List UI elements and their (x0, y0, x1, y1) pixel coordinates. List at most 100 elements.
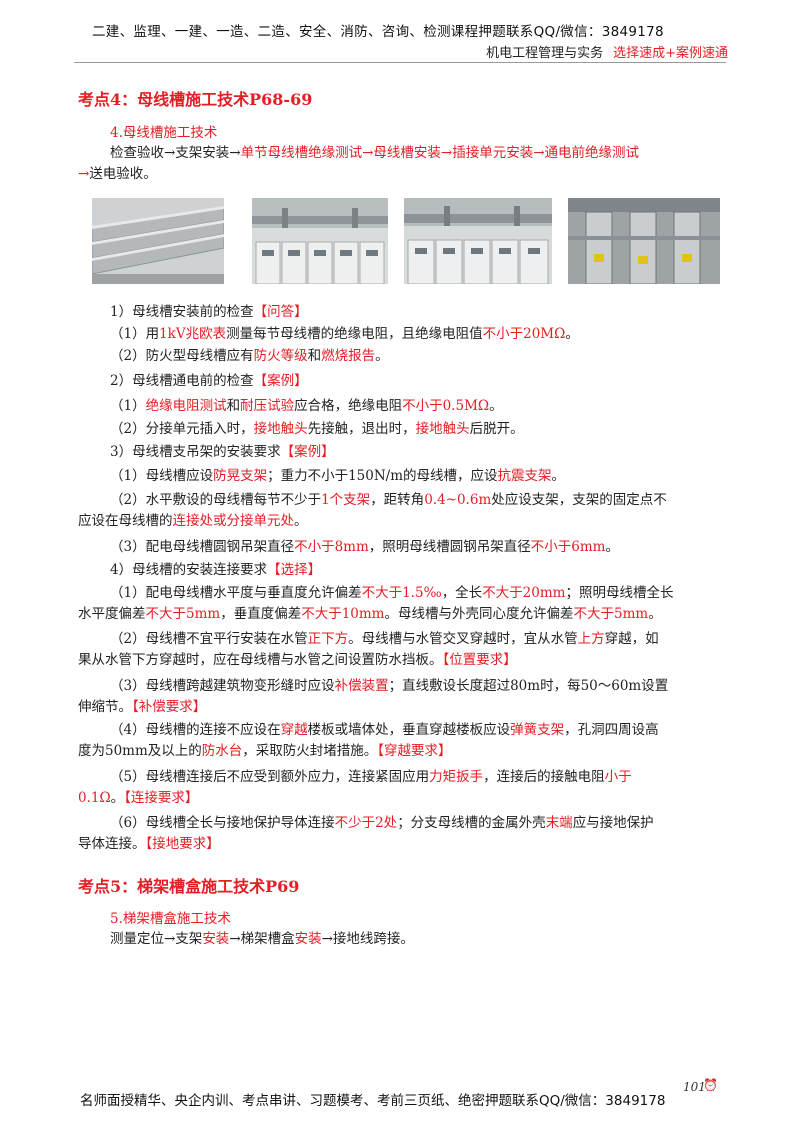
body-text: 水平度偏差 (78, 606, 146, 622)
highlight-text: 不大于10mm (301, 606, 385, 622)
highlight-text: 穿越 (280, 722, 308, 738)
body-line: （1）配电母线槽水平度与垂直度允许偏差不大于1.5‰，全长不大于20mm；照明母… (110, 583, 673, 603)
section-5-subtitle: 5.梯架槽盒施工技术 (110, 911, 231, 927)
highlight-text: 不大于1.5‰ (361, 585, 442, 601)
body-text: ；照明母线槽全长 (565, 585, 674, 601)
body-text: ；分支母线槽的金属外壳 (397, 815, 546, 831)
body-text: ，照明母线槽圆钢吊架直径 (368, 539, 531, 555)
highlight-text: 上方 (577, 631, 605, 647)
clock-icon: ⏰ (703, 1078, 718, 1092)
highlight-text: 燃烧报告 (321, 348, 376, 364)
highlight-text: 防火等级 (253, 348, 308, 364)
body-line: （2）水平敷设的母线槽每节不少于1个支架，距转角0.4~0.6m处应设支架，支架… (110, 490, 667, 510)
highlight-text: 安装 (202, 931, 230, 947)
body-text: 测量每节母线槽的绝缘电阻，且绝缘电阻值 (226, 326, 483, 342)
highlight-text: 补偿装置 (334, 678, 389, 694)
body-line: 4）母线槽的安装连接要求【选择】 (110, 560, 321, 580)
body-text: 。母线槽与水管交叉穿越时，宜从水管 (348, 631, 578, 647)
body-text: 测量定位→支架 (110, 931, 203, 947)
section-4-subtitle: 4.母线槽施工技术 (110, 125, 218, 141)
highlight-text: 不小于20MΩ (482, 326, 566, 342)
body-line: 水平度偏差不大于5mm，垂直度偏差不大于10mm。母线槽与外壳同心度允许偏差不大… (78, 604, 662, 624)
body-text: 应与接地保护 (572, 815, 654, 831)
highlight-text: 抗震支架 (497, 468, 552, 484)
highlight-text: 【连接要求】 (124, 790, 199, 806)
highlight-text: 【补偿要求】 (132, 699, 207, 715)
body-text: 果从水管下方穿越时，应在母线槽与水管之间设置防水挡板。 (78, 652, 443, 668)
body-text: 。 (648, 606, 662, 622)
highlight-text: 耐压试验 (240, 398, 295, 414)
highlight-text: 【案例】 (253, 373, 308, 389)
highlight-text: 力矩扳手 (429, 769, 484, 785)
body-text: 和 (307, 348, 322, 364)
highlight-text: 弹簧支架 (510, 722, 565, 738)
body-text: 楼板或墙体处，垂直穿越楼板应设 (307, 722, 511, 738)
body-text: 检查验收→支架安装→ (110, 145, 241, 161)
body-text: 导体连接。 (78, 836, 146, 852)
highlight-text: 防晃支架 (213, 468, 268, 484)
body-text: ，采取防火封堵措施。 (242, 743, 378, 759)
body-text: 。母线槽与外壳同心度允许偏差 (384, 606, 574, 622)
highlight-text: 不大于20mm (482, 585, 566, 601)
header-divider (74, 62, 726, 63)
highlight-text: 【问答】 (253, 304, 308, 320)
highlight-text: 【接地要求】 (145, 836, 220, 852)
subject-label: 机电工程管理与实务 (486, 46, 604, 61)
highlight-text: 【穿越要求】 (377, 743, 452, 759)
body-text: （6）母线槽全长与接地保护导体连接 (110, 815, 335, 831)
body-text: ，连接后的接触电阻 (483, 769, 605, 785)
highlight-text: 绝缘电阻测试 (145, 398, 227, 414)
highlight-text: 不大于5mm (145, 606, 221, 622)
body-text: 度为50mm及以上的 (78, 743, 202, 759)
highlight-text: 接地触头 (253, 421, 308, 437)
section-4-flow-line2: →送电验收。 (78, 164, 157, 184)
body-text: （1）母线槽应设 (110, 468, 214, 484)
body-text: 。 (110, 790, 125, 806)
body-text: ，距转角 (370, 492, 425, 508)
section-5-title: 考点5：梯架槽盒施工技术P69 (78, 877, 300, 896)
busway-bars-photo (92, 198, 224, 284)
highlight-text: 【选择】 (267, 562, 322, 578)
body-text: 。 (551, 468, 566, 484)
body-text: （1）用 (110, 326, 160, 342)
body-line: （6）母线槽全长与接地保护导体连接不少于2处；分支母线槽的金属外壳末端应与接地保… (110, 813, 654, 833)
body-text: （2）水平敷设的母线槽每节不少于 (110, 492, 322, 508)
highlight-text: 接地触头 (415, 421, 470, 437)
subject-tagline: 选择速成+案例速通 (613, 46, 728, 61)
body-line: 果从水管下方穿越时，应在母线槽与水管之间设置防水挡板。【位置要求】 (78, 650, 517, 670)
body-text: ；重力不小于150N/m的母线槽，应设 (267, 468, 498, 484)
section-4-flow-line1: 检查验收→支架安装→单节母线槽绝缘测试→母线槽安装→插接单元安装→通电前绝缘测试 (110, 143, 639, 163)
body-text: 送电验收。 (89, 166, 157, 182)
body-line: 2）母线槽通电前的检查【案例】 (110, 371, 308, 391)
highlight-text: 小于 (604, 769, 632, 785)
body-text: 1）母线槽安装前的检查 (110, 304, 254, 320)
body-text: 处应设支架，支架的固定点不 (491, 492, 667, 508)
section-5-flow: 测量定位→支架安装→梯架槽盒安装→接地线跨接。 (110, 929, 414, 949)
body-text: 穿越，如 (604, 631, 659, 647)
footer-contact-line: 名师面授精华、央企内训、考点串讲、习题模考、考前三页纸、绝密押题联系QQ/微信：… (80, 1093, 666, 1109)
page-number: 101 (683, 1080, 706, 1094)
body-line: （2）母线槽不宜平行安装在水管正下方。母线槽与水管交叉穿越时，宜从水管上方穿越，… (110, 629, 659, 649)
body-line: （4）母线槽的连接不应设在穿越楼板或墙体处，垂直穿越楼板应设弹簧支架，孔洞四周设… (110, 720, 659, 740)
body-text: （1）配电母线槽水平度与垂直度允许偏差 (110, 585, 362, 601)
highlight-text: 【位置要求】 (442, 652, 517, 668)
highlight-text: 1个支架 (321, 492, 371, 508)
body-text: →接地线跨接。 (321, 931, 414, 947)
body-text: （2）母线槽不宜平行安装在水管 (110, 631, 308, 647)
body-text: 4）母线槽的安装连接要求 (110, 562, 268, 578)
body-text: 。 (375, 348, 389, 364)
highlight-text: 1kV兆欧表 (159, 326, 227, 342)
body-line: （3）配电母线槽圆钢吊架直径不小于8mm，照明母线槽圆钢吊架直径不小于6mm。 (110, 537, 619, 557)
body-text: （2）防火型母线槽应有 (110, 348, 254, 364)
body-text: 。 (294, 513, 308, 529)
body-text: 伸缩节。 (78, 699, 132, 715)
highlight-text: 不大于5mm (573, 606, 649, 622)
switchgear-room-photo-2 (404, 198, 552, 284)
body-line: （1）绝缘电阻测试和耐压试验应合格，绝缘电阻不小于0.5MΩ。 (110, 396, 503, 416)
highlight-text: 单节母线槽绝缘测试→母线槽安装→插接单元安装→通电前绝缘测试 (240, 145, 640, 161)
body-text: ，孔洞四周设高 (564, 722, 659, 738)
highlight-text: 正下方 (307, 631, 349, 647)
body-text: 和 (226, 398, 241, 414)
busway-supports-photo (568, 198, 720, 284)
highlight-text: → (78, 166, 90, 182)
